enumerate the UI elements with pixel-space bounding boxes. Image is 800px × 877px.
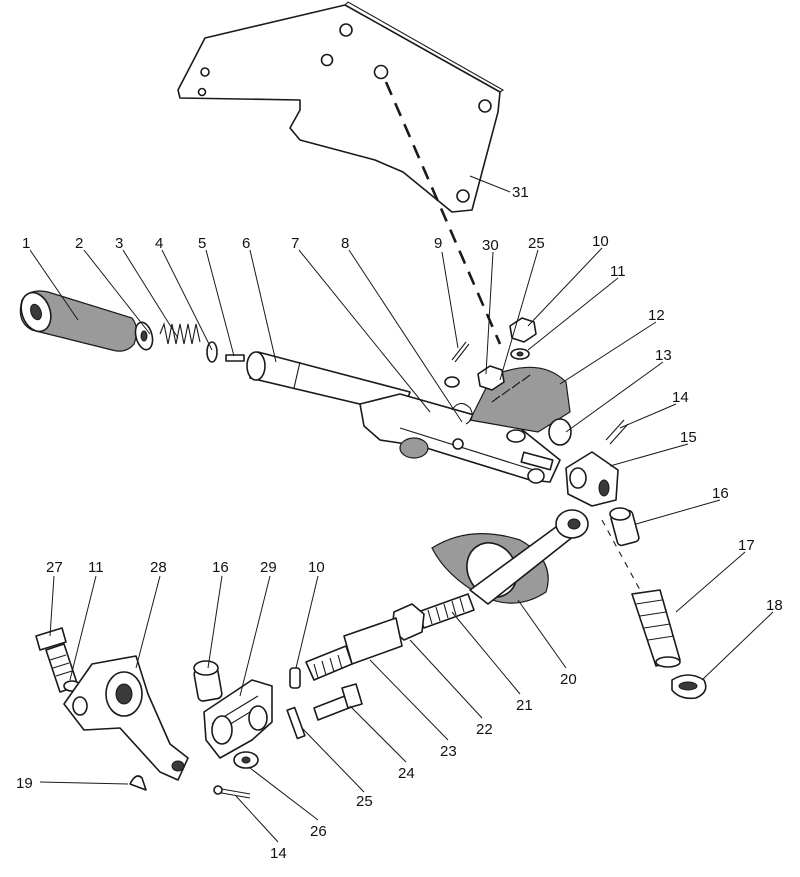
callout-13: 13 — [655, 347, 672, 364]
callout-20: 20 — [560, 671, 577, 688]
rod-17-dash — [601, 519, 641, 591]
callout-4: 4 — [155, 235, 163, 252]
split-pin — [605, 419, 629, 445]
callout-27: 27 — [46, 559, 63, 576]
bracket-plate — [177, 1, 505, 213]
callout-10-bottom: 10 — [308, 559, 325, 576]
callout-9: 9 — [434, 235, 442, 252]
callout-6: 6 — [242, 235, 250, 252]
callout-17: 17 — [738, 537, 755, 554]
stud-17 — [631, 589, 681, 668]
callout-10-top: 10 — [592, 233, 609, 250]
callout-23: 23 — [440, 743, 457, 760]
callout-11-top: 11 — [610, 263, 626, 280]
callout-16-bottom: 16 — [212, 559, 229, 576]
callout-11-bottom: 11 — [88, 559, 104, 576]
assembly-axis-line — [384, 81, 502, 345]
callout-5: 5 — [198, 235, 206, 252]
control-shaft-assembly — [19, 290, 619, 507]
callout-1: 1 — [22, 235, 30, 252]
callout-16-top: 16 — [712, 485, 729, 502]
callout-8: 8 — [341, 235, 349, 252]
clamp-lever-assembly — [35, 627, 189, 781]
callout-21: 21 — [516, 697, 533, 714]
callout-3: 3 — [115, 235, 123, 252]
callout-28: 28 — [150, 559, 167, 576]
circlip-18 — [671, 674, 707, 700]
pin-16 — [609, 507, 640, 547]
callout-12: 12 — [648, 307, 665, 324]
callout-25-top: 25 — [528, 235, 545, 252]
callout-labels: 1 2 3 4 5 6 7 8 9 30 25 10 11 12 13 14 1… — [16, 184, 783, 862]
callout-30: 30 — [482, 237, 499, 254]
callout-7: 7 — [291, 235, 299, 252]
callout-22: 22 — [476, 721, 493, 738]
link-rod-assembly — [193, 509, 589, 799]
callout-14-bottom: 14 — [270, 845, 287, 862]
callout-19: 19 — [16, 775, 33, 792]
callout-2: 2 — [75, 235, 83, 252]
callout-26: 26 — [310, 823, 327, 840]
callout-24: 24 — [398, 765, 415, 782]
callout-15: 15 — [680, 429, 697, 446]
callout-25-bottom: 25 — [356, 793, 373, 810]
key-19 — [129, 775, 147, 791]
callout-14-top: 14 — [672, 389, 689, 406]
callout-18: 18 — [766, 597, 783, 614]
callout-29: 29 — [260, 559, 277, 576]
leader-lines — [29, 175, 774, 843]
callout-31: 31 — [512, 184, 529, 201]
